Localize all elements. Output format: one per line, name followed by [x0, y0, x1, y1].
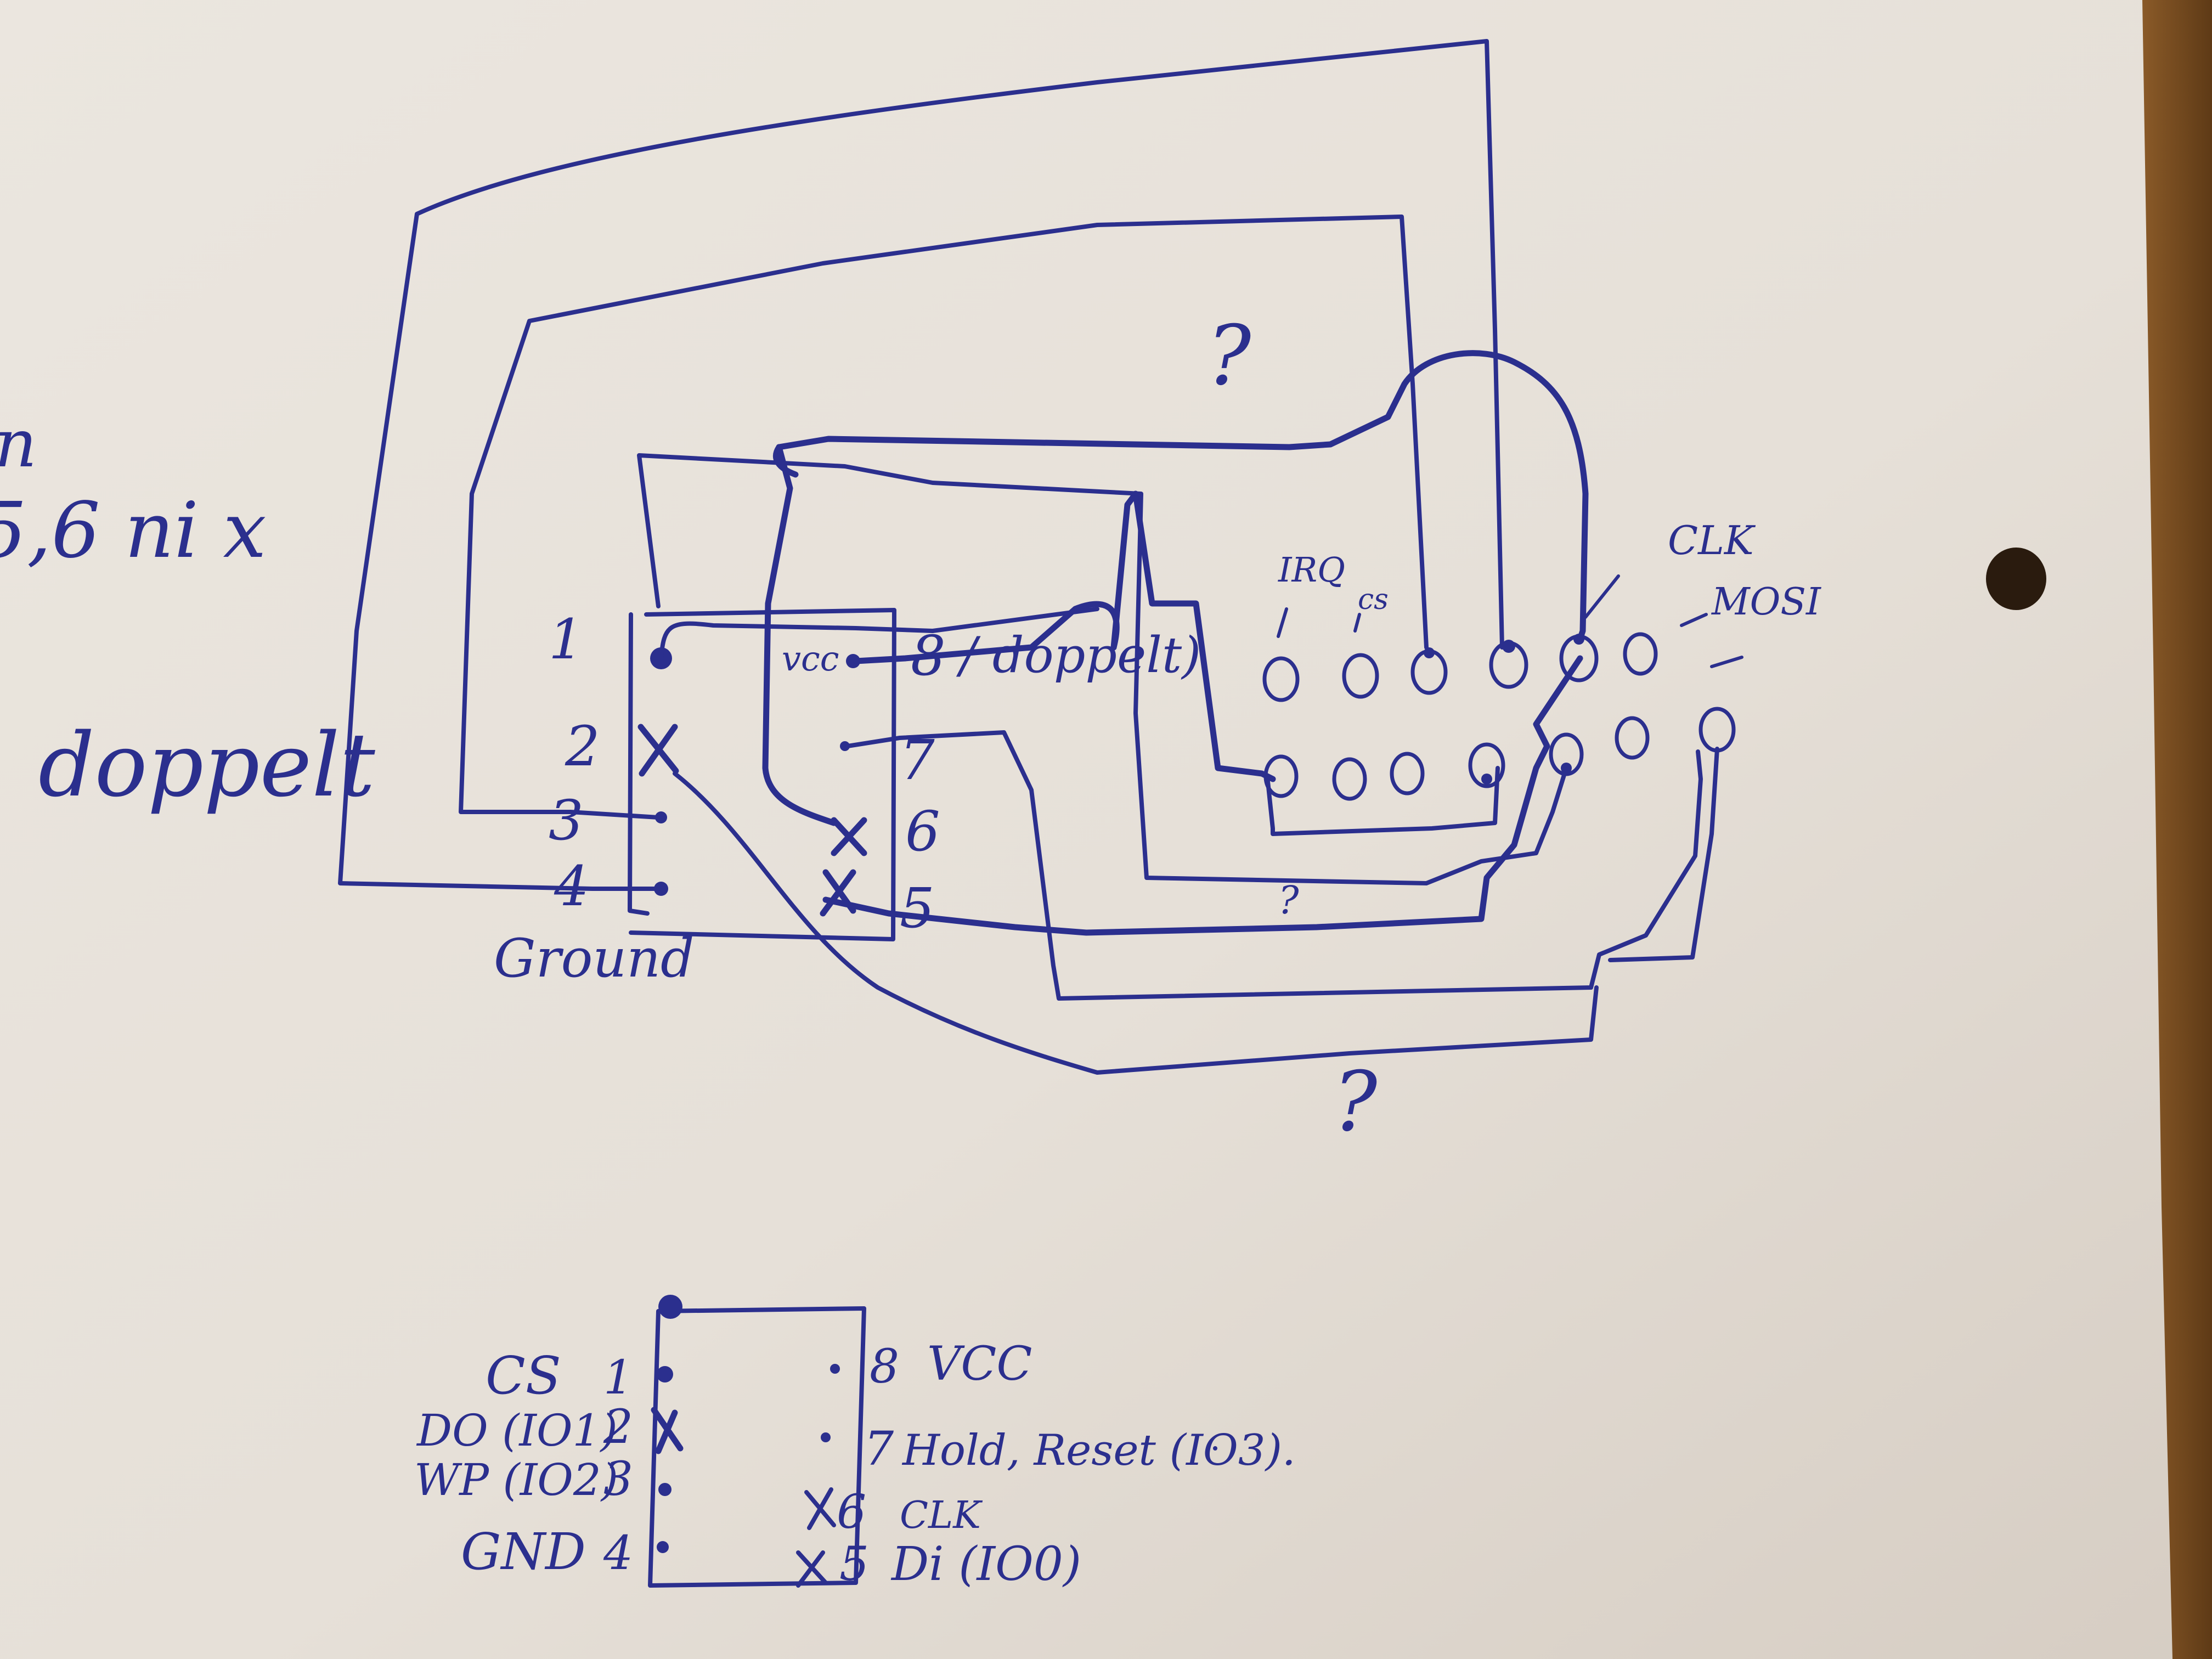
wire-thick-question	[772, 350, 1589, 642]
mosi-tick	[1680, 613, 1708, 627]
top-pin-1: 1	[549, 607, 584, 672]
top-pin-4-dot	[654, 882, 668, 896]
cs-label: cs	[1358, 583, 1389, 616]
pinout-left-num-4: 4	[603, 1526, 633, 1581]
margin-note-line1: n	[0, 406, 37, 482]
question-mark-top: ?	[1207, 308, 1252, 404]
wire-header-bottom	[1265, 766, 1500, 836]
wire-ground-loop	[338, 39, 1504, 891]
pinout-pin-2-cross	[651, 1407, 684, 1454]
header-pin-b7	[1699, 707, 1736, 753]
pinout-pin-5-cross	[796, 1550, 828, 1588]
header-pin-irq	[1262, 656, 1300, 702]
header-row-top	[1262, 632, 1658, 702]
wire-thick-bottom	[822, 655, 1583, 936]
question-mark-bottom: ?	[1333, 1054, 1378, 1150]
irq-label: IRQ	[1278, 550, 1345, 590]
pinout-pin-7-dot	[821, 1432, 831, 1442]
punch-hole	[1986, 548, 2046, 610]
clk-tick	[1584, 574, 1620, 619]
pinout-pin-6-cross	[804, 1487, 836, 1530]
pinout-right-name-5: Di (IO0)	[890, 1537, 1081, 1592]
wire-far-right	[1608, 747, 1719, 962]
header-row-bottom	[1263, 707, 1736, 801]
header-pin-b2	[1332, 757, 1367, 801]
wires	[338, 39, 1719, 1075]
wire-rect-upper	[637, 453, 1568, 885]
question-mark-middle: ?	[1278, 878, 1299, 923]
header-pin-b4	[1468, 742, 1505, 788]
pinout-right-num-5: 5	[839, 1537, 869, 1592]
ground-label: Ground	[494, 928, 694, 989]
header-pin-cs	[1342, 653, 1379, 699]
top-pin-7-dot	[840, 741, 850, 751]
pinout-pin-4-dot	[657, 1541, 669, 1553]
wire-pin3-loop	[459, 215, 1429, 820]
table-edge	[2142, 0, 2212, 1659]
pinout-right-name-6: CLK	[900, 1494, 983, 1537]
pinout-left-num-1: 1	[603, 1351, 633, 1405]
clk-label: CLK	[1668, 517, 1756, 563]
wire-thick-left	[762, 444, 837, 826]
header-pin-mosi	[1623, 632, 1658, 676]
pinout-left-num-3: 3	[603, 1452, 633, 1506]
pinout-left-name-2: DO (IO1)	[416, 1405, 618, 1456]
vcc-label: vcc	[782, 639, 839, 679]
mosi-label: MOSI	[1711, 580, 1821, 624]
margin-note-line2: 5,6 ni x	[0, 486, 267, 575]
wire-thick-top	[1110, 490, 1276, 782]
top-pin-2-cross	[637, 724, 679, 777]
header-pin-b3	[1390, 752, 1425, 795]
wire-pin7	[845, 730, 1703, 1001]
irq-tick	[1277, 607, 1288, 638]
pinout-right-num-8: 8	[870, 1340, 899, 1394]
top-pin-2: 2	[565, 714, 600, 778]
top-pin-3-dot	[655, 811, 667, 823]
pinout-left-name-3: WP (IO2)	[414, 1454, 618, 1505]
wire-pin1	[659, 607, 1099, 661]
top-pin-6: 6	[905, 799, 940, 864]
pinout-right-num-6: 6	[837, 1485, 866, 1539]
top-pin-5: 5	[900, 876, 935, 940]
pinout-left-name-1: CS	[486, 1346, 561, 1406]
header-pin-b6	[1615, 716, 1650, 760]
pinout-pin-8-dot	[830, 1364, 840, 1374]
pinout-right-num-7: 7	[864, 1422, 894, 1476]
pinout-left-num-2: 2	[603, 1400, 633, 1454]
pinout-pin-1-dot	[657, 1366, 673, 1383]
doppelt-note: / doppelt)	[956, 627, 1201, 684]
mosi-dash	[1710, 656, 1743, 668]
pinout-chip-outline	[648, 1295, 866, 1588]
pinout-pin-3-dot	[658, 1483, 672, 1496]
pinout-right-name-7: Hold, Reset (IO3).	[901, 1426, 1296, 1475]
top-pin-6-cross	[831, 817, 867, 856]
top-pin-3: 3	[549, 788, 584, 853]
cs-tick	[1353, 613, 1361, 633]
margin-note-line3: doppelt	[38, 714, 375, 816]
pinout-left-name-4: GND	[461, 1522, 586, 1581]
wire-pin2-long	[673, 771, 1599, 1075]
pinout-right-name-8: VCC	[927, 1337, 1032, 1391]
